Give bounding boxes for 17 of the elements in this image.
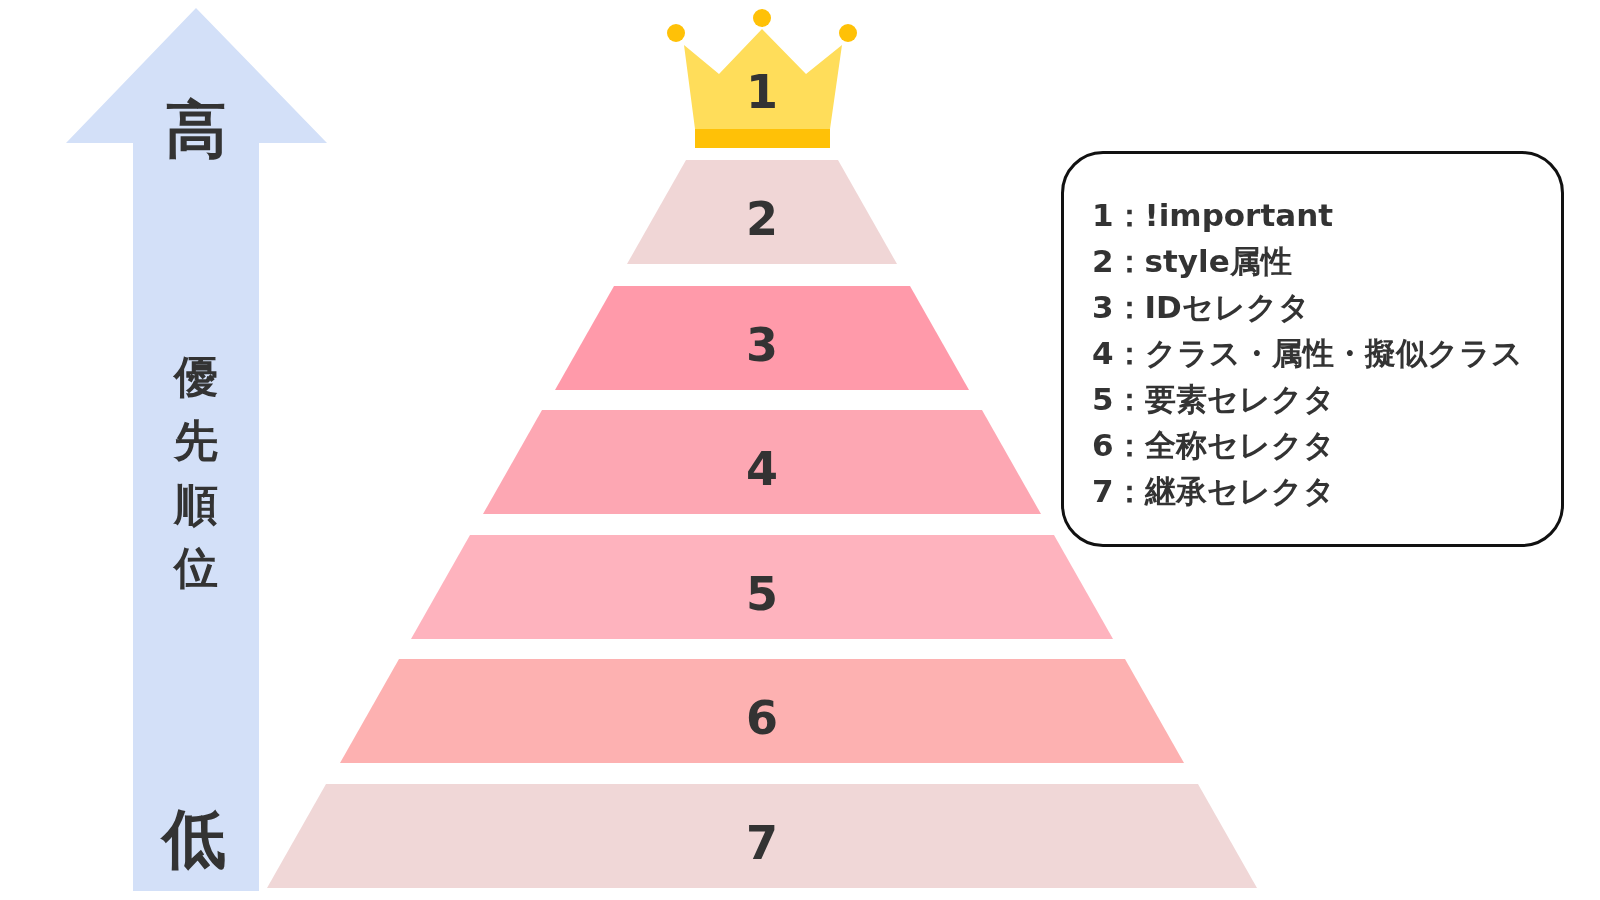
rank-number: 4: [746, 446, 778, 492]
key-entry: 2：style属性: [1092, 242, 1292, 281]
key-panel: [1061, 151, 1564, 547]
key-entry: 4：クラス・属性・擬似クラス: [1092, 334, 1523, 373]
key-entry: 6：全称セレクタ: [1092, 426, 1335, 465]
axis-title: 優先順位: [174, 350, 218, 596]
key-entry: 3：IDセレクタ: [1092, 288, 1310, 327]
key-entry: 1：!important: [1092, 196, 1334, 235]
axis-end-label: 低: [162, 807, 226, 871]
axis-end-label: 高: [165, 99, 227, 161]
rank-number: 5: [746, 571, 778, 617]
rank-number: 3: [746, 322, 778, 368]
rank-number: 6: [746, 695, 778, 741]
key-entry: 7：継承セレクタ: [1092, 472, 1335, 511]
rank-number: 2: [746, 196, 778, 242]
rank-number: 7: [746, 820, 778, 866]
key-entry: 5：要素セレクタ: [1092, 380, 1335, 419]
